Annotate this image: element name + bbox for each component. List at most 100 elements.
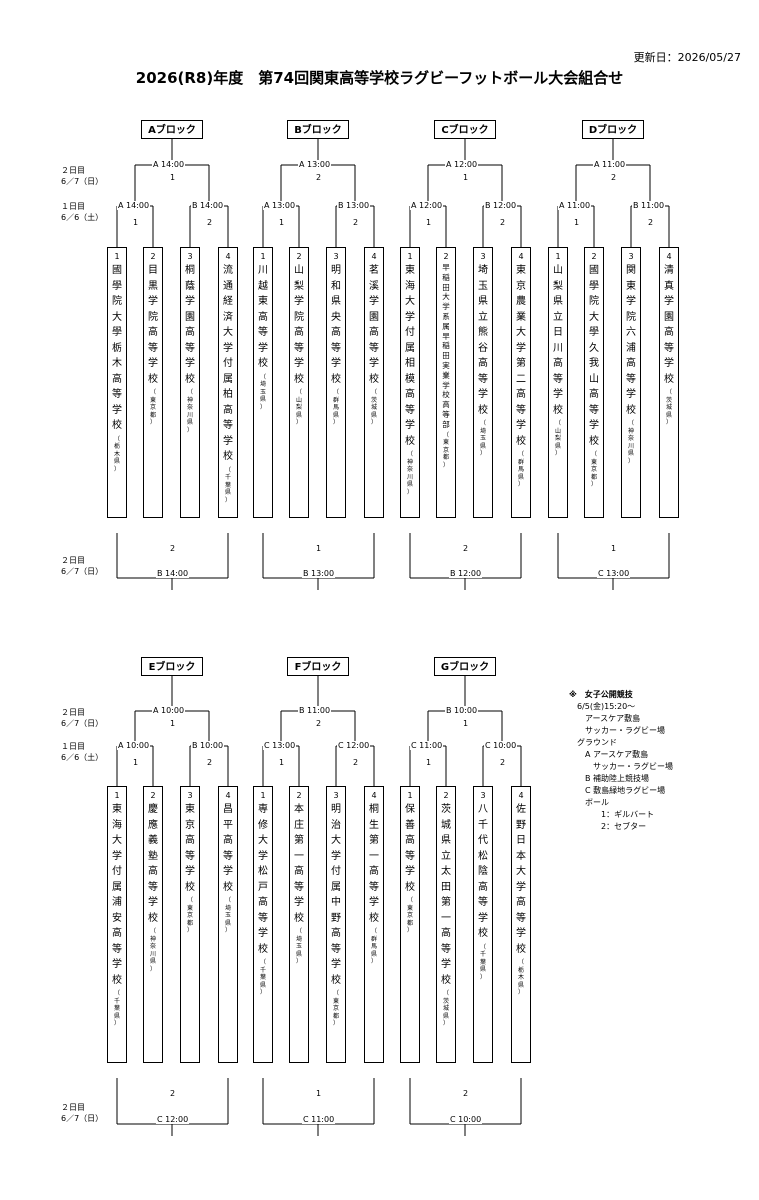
final-match-label: A 13:00 <box>298 160 332 169</box>
round-number: 1 <box>426 218 432 227</box>
team-prefecture: （埼玉県） <box>259 373 266 411</box>
match-label: A 13:00 <box>263 201 297 210</box>
team-prefecture: （神奈川県） <box>627 420 634 465</box>
match-label: C 10:00 <box>484 741 518 750</box>
team-number: 4 <box>666 252 672 261</box>
team-prefecture: （東京都） <box>149 389 156 426</box>
block-label: Aブロック <box>141 120 203 139</box>
round-number: 1 <box>574 218 580 227</box>
team-prefecture: （群馬県） <box>517 451 524 488</box>
team-name: 流通経済大学付属柏高等学校 <box>223 265 233 462</box>
team-name: 山梨県立日川高等学校 <box>553 265 563 416</box>
team-name: 清真学園高等学校 <box>664 265 674 385</box>
team-name: 専修大学松戸高等学校 <box>258 804 268 955</box>
final-match-label: A 12:00 <box>445 160 479 169</box>
team-prefecture: （千葉県） <box>113 990 120 1027</box>
team-name: 桐蔭学園高等学校 <box>185 265 195 385</box>
team-number: 1 <box>260 791 266 800</box>
match-label: A 14:00 <box>117 201 151 210</box>
team-prefecture: （東京都） <box>406 897 413 934</box>
note-line: 1：ギルバート <box>569 810 655 819</box>
team-prefecture: （千葉県） <box>224 466 231 504</box>
round-number: 2 <box>500 758 506 767</box>
team-name: 目黒学院高等学校 <box>148 265 158 385</box>
team-name: 東海大学付属浦安高等学校 <box>112 804 122 986</box>
round-number: 2 <box>353 218 359 227</box>
match-label: A 12:00 <box>410 201 444 210</box>
team-name: 佐野日本大学高等学校 <box>516 804 526 955</box>
team-number: 3 <box>480 252 486 261</box>
page-title: 2026(R8)年度 第74回関東高等学校ラグビーフットボール大会組合せ <box>135 69 624 87</box>
placing-match-label: C 11:00 <box>302 1115 336 1124</box>
team-prefecture: （千葉県） <box>259 959 266 996</box>
team-number: 2 <box>150 252 156 261</box>
placing-match-label: C 10:00 <box>449 1115 483 1124</box>
block-label: Gブロック <box>434 657 496 676</box>
team-name: 本庄第一高等学校 <box>294 804 304 924</box>
final-match-label: A 10:00 <box>152 706 186 715</box>
placing-match-label: B 13:00 <box>302 569 336 578</box>
team-name: 國學院大學栃木高等学校 <box>112 265 122 431</box>
team-prefecture: （山梨県） <box>554 420 561 457</box>
team-prefecture: （東京都） <box>186 897 193 934</box>
team-name: 明和県央高等学校 <box>331 265 341 385</box>
team-name: 茨城県立太田第一高等学校 <box>441 804 451 986</box>
team-prefecture: （神奈川県） <box>186 389 193 434</box>
match-label: B 12:00 <box>484 201 518 210</box>
team-prefecture: （茨城県） <box>370 389 377 426</box>
round-number: 1 <box>133 218 139 227</box>
day-label: １日目 <box>61 742 85 751</box>
team-prefecture: （神奈川県） <box>149 928 156 973</box>
block-label: Cブロック <box>434 120 496 139</box>
team-number: 3 <box>333 791 339 800</box>
team-number: 1 <box>407 252 413 261</box>
final-match-label: A 11:00 <box>593 160 627 169</box>
round-number: 2 <box>500 218 506 227</box>
team-number: 1 <box>407 791 413 800</box>
placing-round-number: 1 <box>316 1089 322 1098</box>
final-round-number: 1 <box>170 173 176 182</box>
round-number: 1 <box>426 758 432 767</box>
team-prefecture: （埼玉県） <box>295 928 302 965</box>
team-name: 東海大学付属相模高等学校 <box>405 265 415 447</box>
block-label: Eブロック <box>141 657 203 676</box>
team-number: 2 <box>591 252 597 261</box>
placing-round-number: 2 <box>463 1089 469 1098</box>
day-label: 6／6（土） <box>61 213 104 222</box>
round-number: 1 <box>279 218 285 227</box>
match-label: B 13:00 <box>337 201 371 210</box>
team-prefecture: （埼玉県） <box>224 897 231 934</box>
match-label: B 14:00 <box>191 201 225 210</box>
team-name: 桐生第一高等学校 <box>369 804 379 924</box>
note-line: アースケア敷島 <box>569 714 641 723</box>
team-name: 明治大学付属中野高等学校 <box>331 804 341 986</box>
team-prefecture: （栃木県） <box>113 435 120 473</box>
team-number: 4 <box>518 252 524 261</box>
note-line: B 補助陸上競技場 <box>569 774 650 783</box>
team-prefecture: （東京都） <box>442 431 449 469</box>
team-name: 埼玉県立熊谷高等学校 <box>478 265 488 416</box>
team-name: 関東学院六浦高等学校 <box>626 265 636 416</box>
team-number: 4 <box>371 252 377 261</box>
placing-round-number: 1 <box>316 544 322 553</box>
team-name: 保善高等学校 <box>405 804 415 893</box>
block-label: Fブロック <box>287 657 349 676</box>
